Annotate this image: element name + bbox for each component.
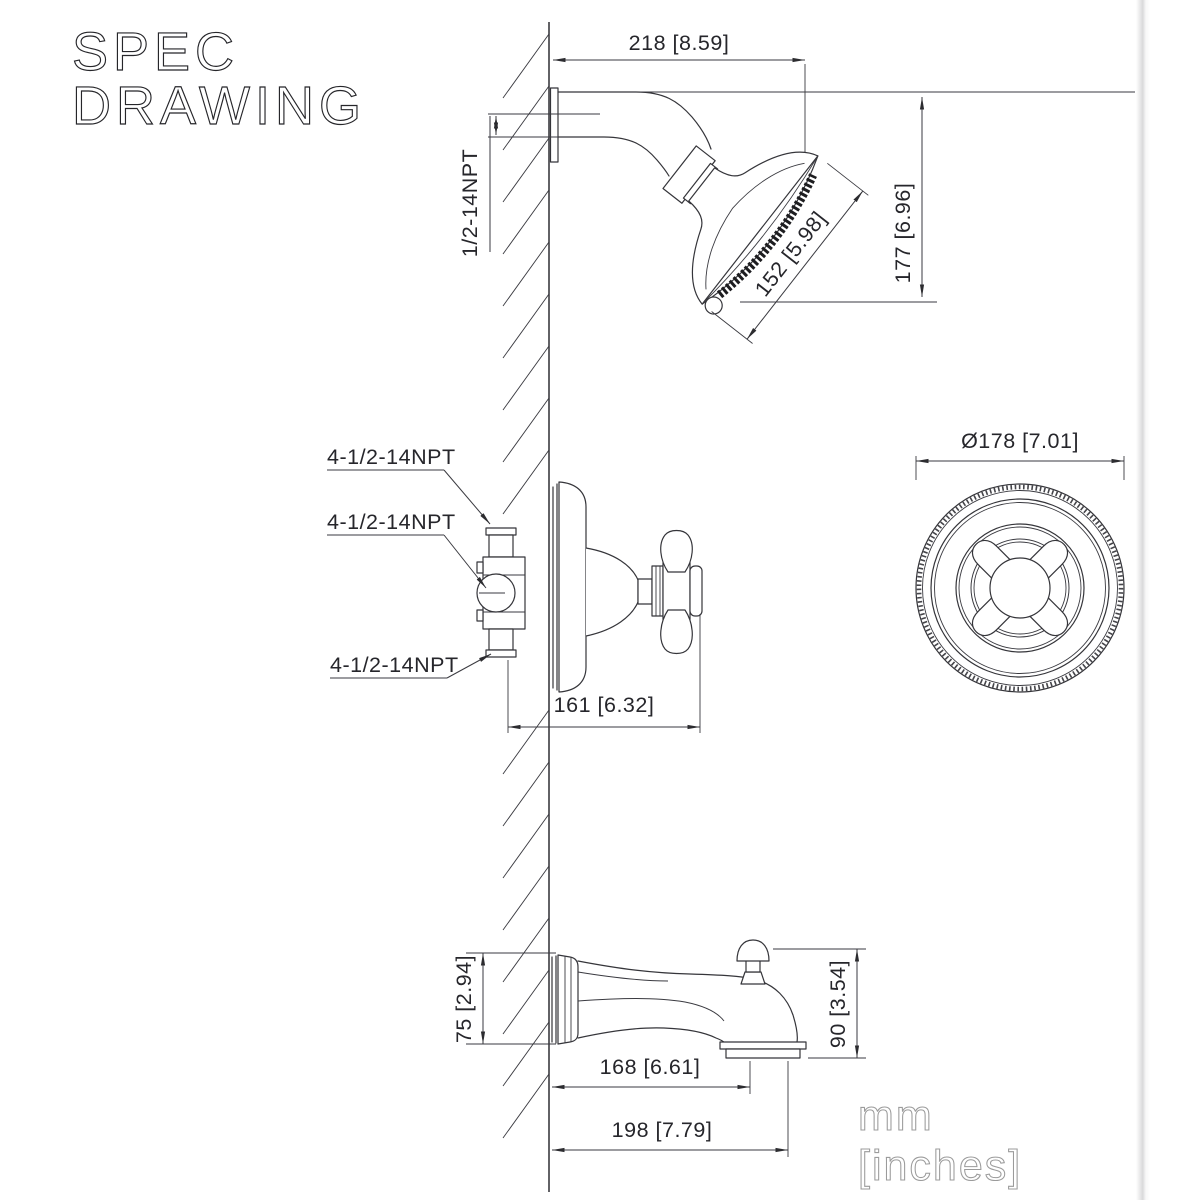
svg-text:168 [6.61]: 168 [6.61]: [600, 1055, 701, 1079]
shower-head: 152 [5.98]: [662, 145, 869, 344]
knurled-edge: [916, 484, 1124, 692]
escutcheon-bell: [585, 547, 639, 637]
title-line-2: DRAWING: [72, 76, 366, 136]
svg-text:Ø178 [7.01]: Ø178 [7.01]: [961, 429, 1079, 453]
dim-spout-reach: 168 [6.61]: [552, 1055, 751, 1094]
page-title: SPEC DRAWING: [71, 21, 366, 136]
tub-spout: [551, 939, 807, 1059]
svg-text:177 [6.96]: 177 [6.96]: [891, 183, 915, 284]
handle-lobe-top: [660, 529, 693, 573]
page-edge-shadow: [1136, 0, 1150, 1200]
spout-flange: [557, 954, 579, 1045]
svg-text:75 [2.94]: 75 [2.94]: [452, 955, 476, 1043]
dim-arm-thread: 1/2-14NPT: [458, 113, 600, 257]
valve-trim-front-view: Ø178 [7.01]: [915, 429, 1125, 693]
label-valve-thread-bottom: 4-1/2-14NPT: [330, 653, 459, 677]
handle-cap: [689, 565, 703, 617]
spout-outlet-trim: [719, 1041, 807, 1050]
dim-valve-reach: 161 [6.32]: [507, 614, 701, 733]
cross-handle-front: [971, 539, 1069, 637]
dim-arm-length: 218 [8.59]: [553, 31, 806, 172]
dim-trim-diameter: Ø178 [7.01]: [915, 429, 1125, 480]
diverter-knob: [736, 939, 770, 985]
shower-arm: [549, 87, 712, 177]
svg-text:161 [6.32]: 161 [6.32]: [554, 693, 655, 717]
valve-rough-in: [476, 527, 526, 658]
units-line-2: [inches]: [858, 1142, 1022, 1190]
escutcheon-plate: [558, 481, 587, 693]
dim-spout-drop: 90 [3.54]: [773, 948, 866, 1059]
svg-text:90 [3.54]: 90 [3.54]: [826, 960, 850, 1048]
label-valve-thread-mid: 4-1/2-14NPT: [327, 510, 456, 534]
label-valve-thread-top: 4-1/2-14NPT: [327, 445, 456, 469]
units-note: mm [inches]: [857, 1091, 1022, 1190]
dim-spout-wall: 75 [2.94]: [452, 952, 556, 1045]
title-line-1: SPEC: [72, 22, 239, 82]
head-tip-ball: [704, 296, 723, 315]
dim-spout-length: 198 [7.79]: [552, 1061, 789, 1157]
valve-thread-labels: 4-1/2-14NPT 4-1/2-14NPT 4-1/2-14NPT: [327, 445, 492, 679]
spout-bottom-edge: [577, 1027, 729, 1049]
valve-trim-side: [552, 481, 703, 693]
units-line-1: mm: [858, 1092, 934, 1140]
label-arm-thread: 1/2-14NPT: [458, 149, 482, 257]
wall-hatching: [502, 33, 550, 1139]
svg-text:198 [7.79]: 198 [7.79]: [612, 1118, 713, 1142]
svg-text:218 [8.59]: 218 [8.59]: [629, 31, 730, 55]
handle-lobe-bottom: [660, 609, 693, 655]
